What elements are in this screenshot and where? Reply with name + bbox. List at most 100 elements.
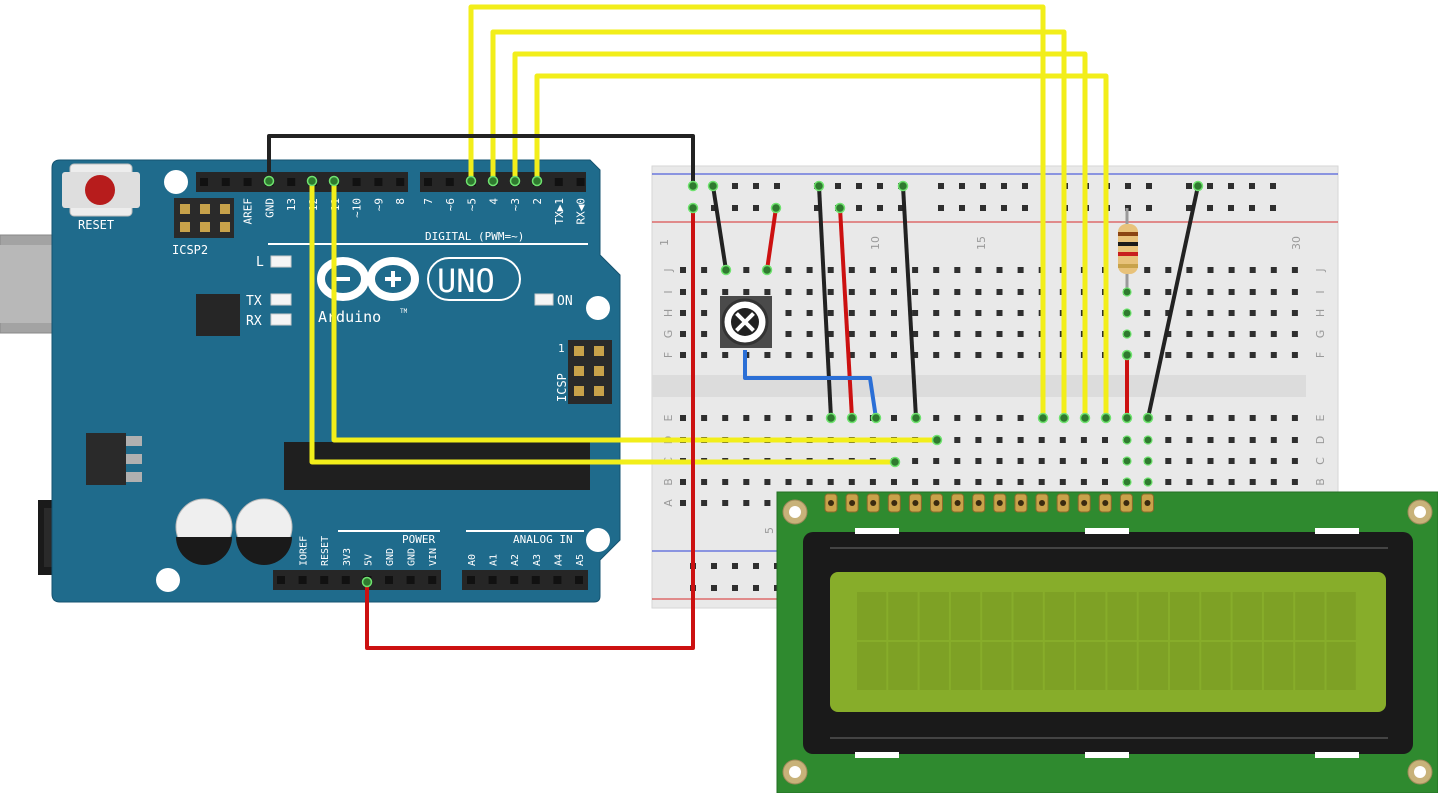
rail-hole[interactable] bbox=[959, 205, 965, 211]
breadboard-hole[interactable] bbox=[785, 352, 792, 358]
header-pin[interactable] bbox=[576, 178, 585, 186]
breadboard-hole[interactable] bbox=[1102, 437, 1108, 443]
rail-hole[interactable] bbox=[856, 183, 862, 189]
breadboard-hole[interactable] bbox=[1165, 331, 1172, 337]
rail-hole[interactable] bbox=[938, 205, 944, 211]
rail-hole[interactable] bbox=[753, 585, 759, 591]
breadboard-hole[interactable] bbox=[722, 415, 729, 421]
breadboard-hole[interactable] bbox=[722, 352, 729, 358]
breadboard-hole[interactable] bbox=[1186, 479, 1193, 485]
rail-hole[interactable] bbox=[877, 205, 883, 211]
breadboard-hole[interactable] bbox=[1165, 415, 1172, 421]
breadboard-hole[interactable] bbox=[1228, 437, 1235, 443]
header-pin[interactable] bbox=[320, 576, 329, 584]
rail-hole[interactable] bbox=[1001, 205, 1007, 211]
header-pin[interactable] bbox=[374, 178, 383, 186]
rail-hole[interactable] bbox=[732, 183, 738, 189]
header-pin[interactable] bbox=[221, 178, 230, 186]
breadboard-hole[interactable] bbox=[764, 352, 771, 358]
reset-button[interactable] bbox=[62, 163, 140, 217]
breadboard-hole[interactable] bbox=[1270, 437, 1277, 443]
breadboard-hole[interactable] bbox=[1291, 415, 1298, 421]
header-pin[interactable] bbox=[287, 178, 296, 186]
header-pin[interactable] bbox=[553, 576, 562, 584]
rail-hole[interactable] bbox=[711, 205, 717, 211]
breadboard-hole[interactable] bbox=[806, 352, 813, 358]
breadboard-hole[interactable] bbox=[1017, 267, 1024, 273]
breadboard-hole[interactable] bbox=[869, 479, 876, 485]
rail-hole[interactable] bbox=[1022, 205, 1028, 211]
breadboard-hole[interactable] bbox=[912, 310, 919, 316]
breadboard-hole[interactable] bbox=[1249, 415, 1256, 421]
breadboard-hole[interactable] bbox=[975, 415, 982, 421]
breadboard-hole[interactable] bbox=[1291, 289, 1298, 295]
breadboard-hole[interactable] bbox=[1207, 267, 1214, 273]
breadboard-hole[interactable] bbox=[1059, 458, 1066, 464]
rail-hole[interactable] bbox=[1249, 183, 1255, 189]
breadboard-hole[interactable] bbox=[1228, 479, 1235, 485]
breadboard-hole[interactable] bbox=[996, 458, 1003, 464]
breadboard-hole[interactable] bbox=[1249, 289, 1256, 295]
breadboard-hole[interactable] bbox=[785, 267, 792, 273]
breadboard-hole[interactable] bbox=[933, 331, 940, 337]
breadboard-hole[interactable] bbox=[891, 331, 897, 337]
breadboard-hole[interactable] bbox=[743, 267, 750, 273]
breadboard-hole[interactable] bbox=[1165, 289, 1172, 295]
breadboard-hole[interactable] bbox=[954, 479, 961, 485]
breadboard-hole[interactable] bbox=[743, 289, 750, 295]
breadboard-hole[interactable] bbox=[1038, 458, 1045, 464]
breadboard-hole[interactable] bbox=[996, 310, 1003, 316]
rail-hole[interactable] bbox=[959, 183, 965, 189]
breadboard-hole[interactable] bbox=[1080, 458, 1087, 464]
rail-hole[interactable] bbox=[732, 205, 738, 211]
breadboard-hole[interactable] bbox=[891, 415, 897, 421]
breadboard-hole[interactable] bbox=[996, 415, 1003, 421]
potentiometer[interactable] bbox=[720, 296, 772, 348]
header-pin[interactable] bbox=[575, 576, 583, 584]
header-pin[interactable] bbox=[531, 576, 540, 584]
breadboard-hole[interactable] bbox=[933, 458, 940, 464]
breadboard-hole[interactable] bbox=[1144, 267, 1151, 273]
breadboard-hole[interactable] bbox=[1207, 352, 1214, 358]
breadboard-hole[interactable] bbox=[743, 415, 750, 421]
breadboard-hole[interactable] bbox=[1228, 415, 1235, 421]
rail-hole[interactable] bbox=[1186, 183, 1192, 189]
breadboard-hole[interactable] bbox=[975, 331, 982, 337]
breadboard-hole[interactable] bbox=[785, 415, 792, 421]
breadboard-hole[interactable] bbox=[1228, 458, 1235, 464]
breadboard-hole[interactable] bbox=[1228, 267, 1235, 273]
breadboard-hole[interactable] bbox=[701, 267, 708, 273]
breadboard-hole[interactable] bbox=[891, 267, 897, 273]
breadboard-hole[interactable] bbox=[806, 310, 813, 316]
breadboard-hole[interactable] bbox=[996, 289, 1003, 295]
header-pin[interactable] bbox=[298, 576, 307, 584]
breadboard-hole[interactable] bbox=[806, 289, 813, 295]
rail-hole[interactable] bbox=[938, 183, 944, 189]
breadboard-hole[interactable] bbox=[680, 289, 686, 295]
header-pin[interactable] bbox=[488, 576, 497, 584]
header-pin[interactable] bbox=[424, 178, 432, 186]
breadboard-hole[interactable] bbox=[722, 289, 729, 295]
breadboard-hole[interactable] bbox=[975, 479, 982, 485]
breadboard-hole[interactable] bbox=[1144, 352, 1151, 358]
breadboard-hole[interactable] bbox=[996, 479, 1003, 485]
breadboard-hole[interactable] bbox=[1207, 479, 1214, 485]
breadboard-hole[interactable] bbox=[1186, 331, 1193, 337]
breadboard-hole[interactable] bbox=[1038, 437, 1045, 443]
breadboard-hole[interactable] bbox=[764, 500, 771, 506]
breadboard-hole[interactable] bbox=[785, 479, 792, 485]
breadboard-hole[interactable] bbox=[764, 479, 771, 485]
breadboard-hole[interactable] bbox=[891, 289, 897, 295]
breadboard-hole[interactable] bbox=[1017, 310, 1024, 316]
breadboard-hole[interactable] bbox=[1207, 458, 1214, 464]
header-pin[interactable] bbox=[385, 576, 393, 584]
breadboard-hole[interactable] bbox=[954, 331, 961, 337]
breadboard-hole[interactable] bbox=[1165, 267, 1172, 273]
breadboard-hole[interactable] bbox=[722, 479, 729, 485]
breadboard-hole[interactable] bbox=[1017, 289, 1024, 295]
header-pin[interactable] bbox=[341, 576, 350, 584]
breadboard-hole[interactable] bbox=[827, 479, 834, 485]
breadboard-hole[interactable] bbox=[1291, 352, 1298, 358]
breadboard-hole[interactable] bbox=[933, 415, 940, 421]
breadboard-hole[interactable] bbox=[1207, 289, 1214, 295]
